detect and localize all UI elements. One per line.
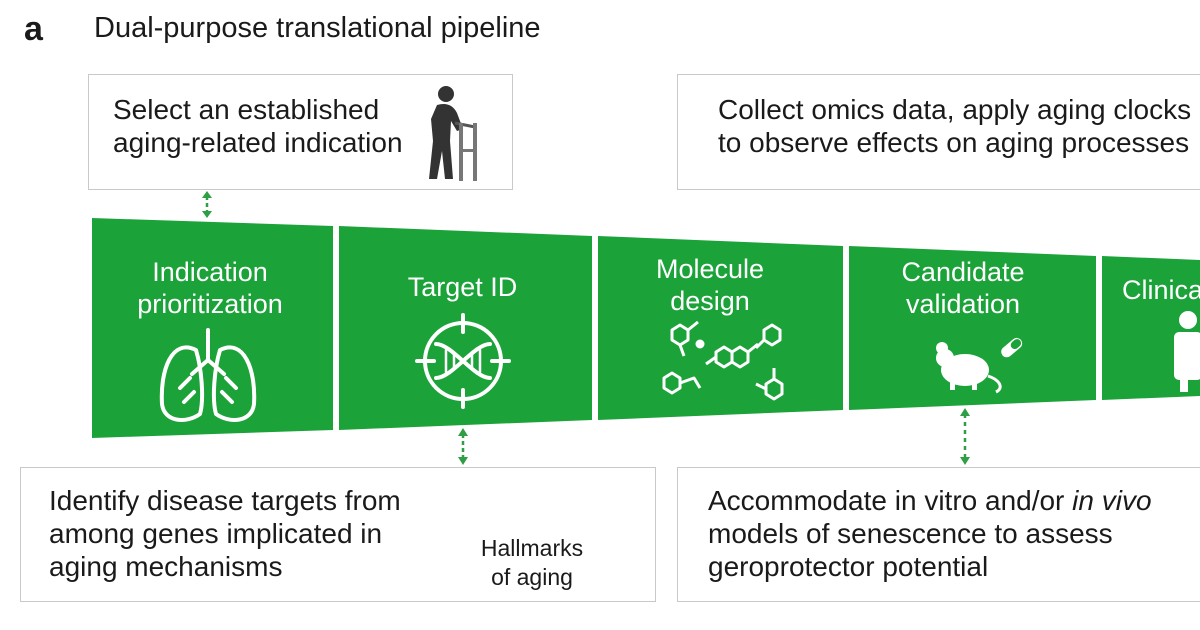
indication-selection-text: Select an established aging-related indi… bbox=[113, 94, 403, 158]
stage-indication-shape bbox=[92, 218, 333, 438]
senescence-models-box: Accommodate in vitro and/or in vivo mode… bbox=[677, 467, 1200, 602]
stage-label-candidate: Candidate validation bbox=[901, 257, 1025, 319]
senescence-models-text: Accommodate in vitro and/or in vivo mode… bbox=[708, 484, 1152, 583]
hallmarks-label-line1: Hallmarks bbox=[480, 535, 584, 561]
person-icon bbox=[1174, 311, 1200, 392]
stage-target-shape bbox=[339, 226, 592, 430]
mouse-pill-icon bbox=[936, 337, 1023, 394]
panel-letter: a bbox=[24, 10, 43, 48]
target-identification-text: Identify disease targets from among gene… bbox=[49, 485, 401, 582]
stage-label-indication: Indication prioritization bbox=[137, 257, 283, 319]
connector-arrow-indication bbox=[202, 191, 212, 218]
senescence-text-italic: in vivo bbox=[1072, 485, 1152, 516]
omics-aging-clocks-text: Collect omics data, apply aging clocks t… bbox=[718, 94, 1192, 158]
senescence-text-part2: models of senescence to assess geroprote… bbox=[708, 518, 1113, 582]
molecules-icon bbox=[662, 320, 784, 401]
connector-arrow-target bbox=[458, 428, 468, 465]
elderly-walker-icon bbox=[429, 86, 477, 181]
dna-target-icon bbox=[415, 313, 511, 409]
connector-arrow-candidate bbox=[960, 408, 970, 465]
indication-selection-box: Select an established aging-related indi… bbox=[88, 74, 513, 190]
figure-title: Dual-purpose translational pipeline bbox=[94, 12, 541, 44]
stage-candidate-shape bbox=[849, 246, 1096, 410]
stage-label-clinical: Clinical bbox=[1122, 275, 1200, 305]
target-identification-box: Identify disease targets from among gene… bbox=[20, 467, 656, 602]
omics-aging-clocks-box: Collect omics data, apply aging clocks t… bbox=[677, 74, 1200, 190]
hallmarks-label: Hallmarks of aging bbox=[477, 534, 587, 592]
stage-label-molecule: Molecule design bbox=[655, 254, 765, 316]
stage-molecule-shape bbox=[598, 236, 843, 420]
senescence-text-part1: Accommodate in vitro and/or bbox=[708, 485, 1073, 516]
stage-label-target: Target ID bbox=[407, 272, 518, 302]
lungs-icon bbox=[159, 328, 257, 422]
hallmarks-label-line2: of aging bbox=[491, 564, 573, 590]
